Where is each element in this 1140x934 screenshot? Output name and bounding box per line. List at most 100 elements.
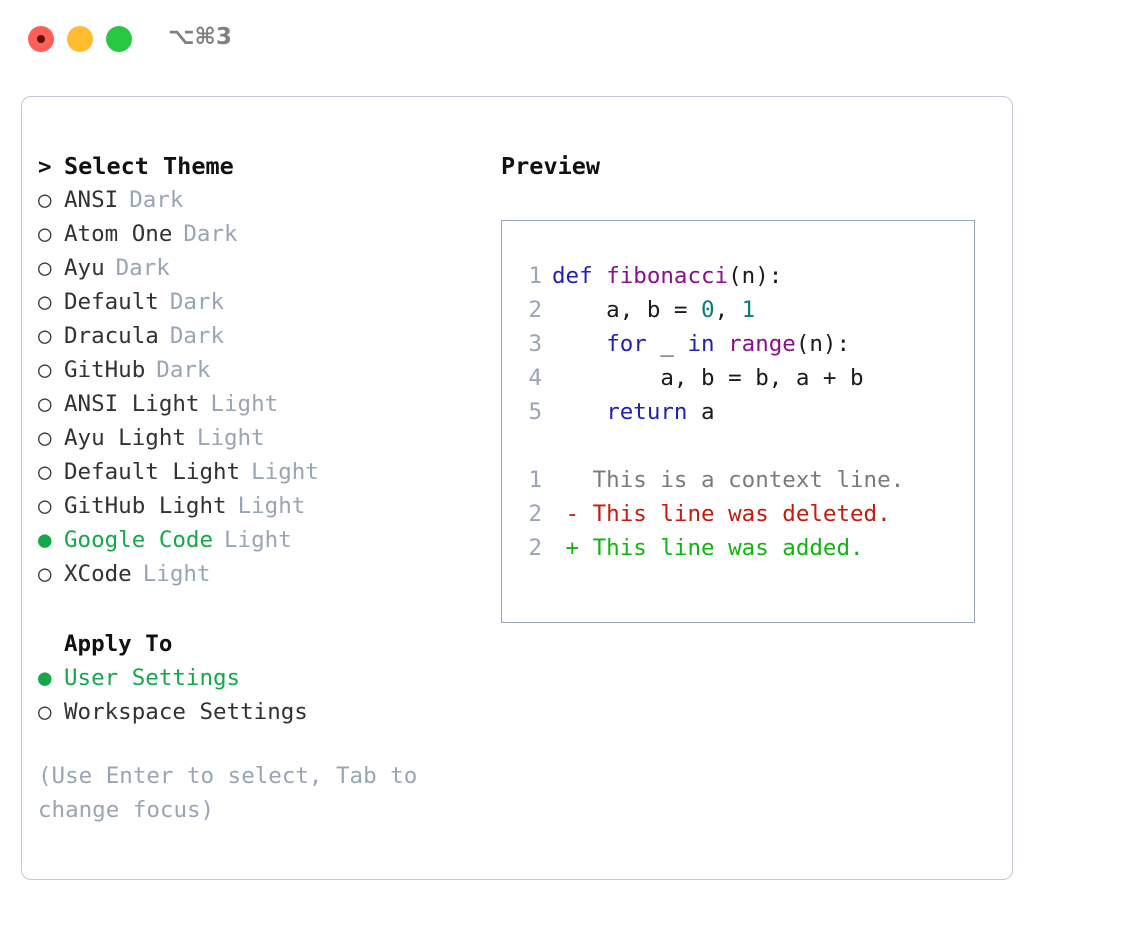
code-token: a, b = b, a + b — [552, 365, 864, 391]
theme-name-label: GitHub Light — [64, 493, 227, 519]
line-number: 1 — [528, 263, 542, 289]
code-token: for — [606, 331, 647, 357]
diff-text: + This line was added. — [552, 535, 864, 561]
code-token: def — [552, 263, 593, 289]
radio-unselected-icon[interactable]: ○ — [38, 493, 52, 519]
prompt-caret-icon: > — [38, 154, 52, 180]
code-text: a, b = b, a + b — [552, 361, 864, 395]
line-number: 2 — [528, 535, 542, 561]
radio-unselected-icon[interactable]: ○ — [38, 323, 52, 349]
theme-name-label: XCode — [64, 561, 132, 587]
theme-variant-badge: Dark — [156, 357, 211, 383]
maximize-button[interactable] — [106, 26, 132, 52]
keyboard-shortcut-label: ⌥⌘3 — [168, 24, 232, 50]
line-number: 4 — [528, 365, 542, 391]
line-number: 2 — [528, 297, 542, 323]
theme-list-item[interactable]: ○ Default Dark — [38, 285, 498, 319]
apply-to-label: Workspace Settings — [64, 699, 308, 725]
theme-name-label: ANSI — [64, 187, 119, 213]
radio-unselected-icon[interactable]: ○ — [38, 425, 52, 451]
theme-name-label: Google Code — [64, 527, 214, 553]
radio-unselected-icon[interactable]: ○ — [38, 357, 52, 383]
theme-list-item[interactable]: ○ GitHub Dark — [38, 353, 498, 387]
diff-line: 1 This is a context line. — [516, 463, 904, 497]
theme-variant-badge: Dark — [169, 289, 225, 315]
code-token: (n): — [728, 263, 783, 289]
theme-variant-badge: Light — [251, 459, 319, 485]
apply-to-item[interactable]: ● User Settings — [38, 661, 498, 695]
radio-unselected-icon[interactable]: ○ — [38, 187, 52, 213]
code-line: 5 return a — [516, 395, 904, 429]
code-token: , — [714, 297, 742, 323]
theme-variant-badge: Light — [210, 391, 279, 417]
code-token: (n): — [795, 331, 851, 357]
theme-list-item[interactable]: ○ Default Light Light — [38, 455, 498, 489]
code-diff-gap — [516, 429, 904, 463]
theme-name-label: Default Light — [64, 459, 241, 485]
code-token: range — [728, 331, 796, 357]
radio-unselected-icon[interactable]: ○ — [38, 221, 52, 247]
theme-list-item[interactable]: ○ Atom One Dark — [38, 217, 498, 251]
code-token: a — [687, 399, 715, 425]
diff-line: 2 - This line was deleted. — [516, 497, 904, 531]
preview-title: Preview — [501, 152, 601, 180]
code-token: return — [606, 399, 688, 425]
apply-to-label: User Settings — [64, 665, 241, 691]
code-line: 3 for _ in range(n): — [516, 327, 904, 361]
radio-unselected-icon[interactable]: ○ — [38, 699, 52, 725]
code-token: fibonacci — [606, 263, 729, 289]
theme-variant-badge: Light — [142, 561, 211, 587]
keyboard-hint: (Use Enter to select, Tab to change focu… — [38, 763, 418, 823]
theme-variant-badge: Dark — [183, 221, 238, 247]
radio-unselected-icon[interactable]: ○ — [38, 459, 52, 485]
theme-variant-badge: Light — [224, 527, 292, 553]
apply-to-item[interactable]: ○ Workspace Settings — [38, 695, 498, 729]
theme-list-item[interactable]: ● Google Code Light — [38, 523, 498, 557]
radio-unselected-icon[interactable]: ○ — [38, 391, 52, 417]
select-theme-header: > Select Theme — [38, 149, 498, 183]
apply-to-list: ● User Settings ○ Workspace Settings — [38, 661, 498, 729]
radio-selected-icon[interactable]: ● — [38, 665, 52, 691]
theme-name-label: Default — [64, 289, 159, 315]
diff-text: - This line was deleted. — [552, 501, 891, 527]
code-token: a, b = — [552, 297, 702, 323]
code-token: _ — [646, 331, 688, 357]
theme-name-label: Dracula — [64, 323, 159, 349]
radio-unselected-icon[interactable]: ○ — [38, 561, 52, 587]
minimize-button[interactable] — [67, 26, 93, 52]
code-line: 2 a, b = 0, 1 — [516, 293, 904, 327]
diff-sample: 1 This is a context line.2 - This line w… — [516, 463, 904, 565]
diff-text: This is a context line. — [552, 467, 905, 493]
code-line: 4 a, b = b, a + b — [516, 361, 904, 395]
line-number: 2 — [528, 501, 542, 527]
code-token — [593, 263, 607, 289]
radio-unselected-icon[interactable]: ○ — [38, 289, 52, 315]
theme-variant-badge: Dark — [115, 255, 170, 281]
theme-list-item[interactable]: ○ XCode Light — [38, 557, 498, 591]
close-button[interactable] — [28, 26, 54, 52]
code-token: 0 — [701, 297, 715, 323]
theme-name-label: GitHub — [64, 357, 146, 383]
theme-list-item[interactable]: ○ ANSI Dark — [38, 183, 498, 217]
theme-name-label: Atom One — [64, 221, 173, 247]
radio-unselected-icon[interactable]: ○ — [38, 255, 52, 281]
theme-variant-badge: Dark — [129, 187, 184, 213]
code-token: in — [687, 331, 715, 357]
page-title: Select Theme — [64, 152, 234, 180]
apply-to-header: Apply To — [38, 627, 498, 661]
diff-line: 2 + This line was added. — [516, 531, 904, 565]
radio-selected-icon[interactable]: ● — [38, 527, 52, 553]
line-number: 1 — [528, 467, 542, 493]
